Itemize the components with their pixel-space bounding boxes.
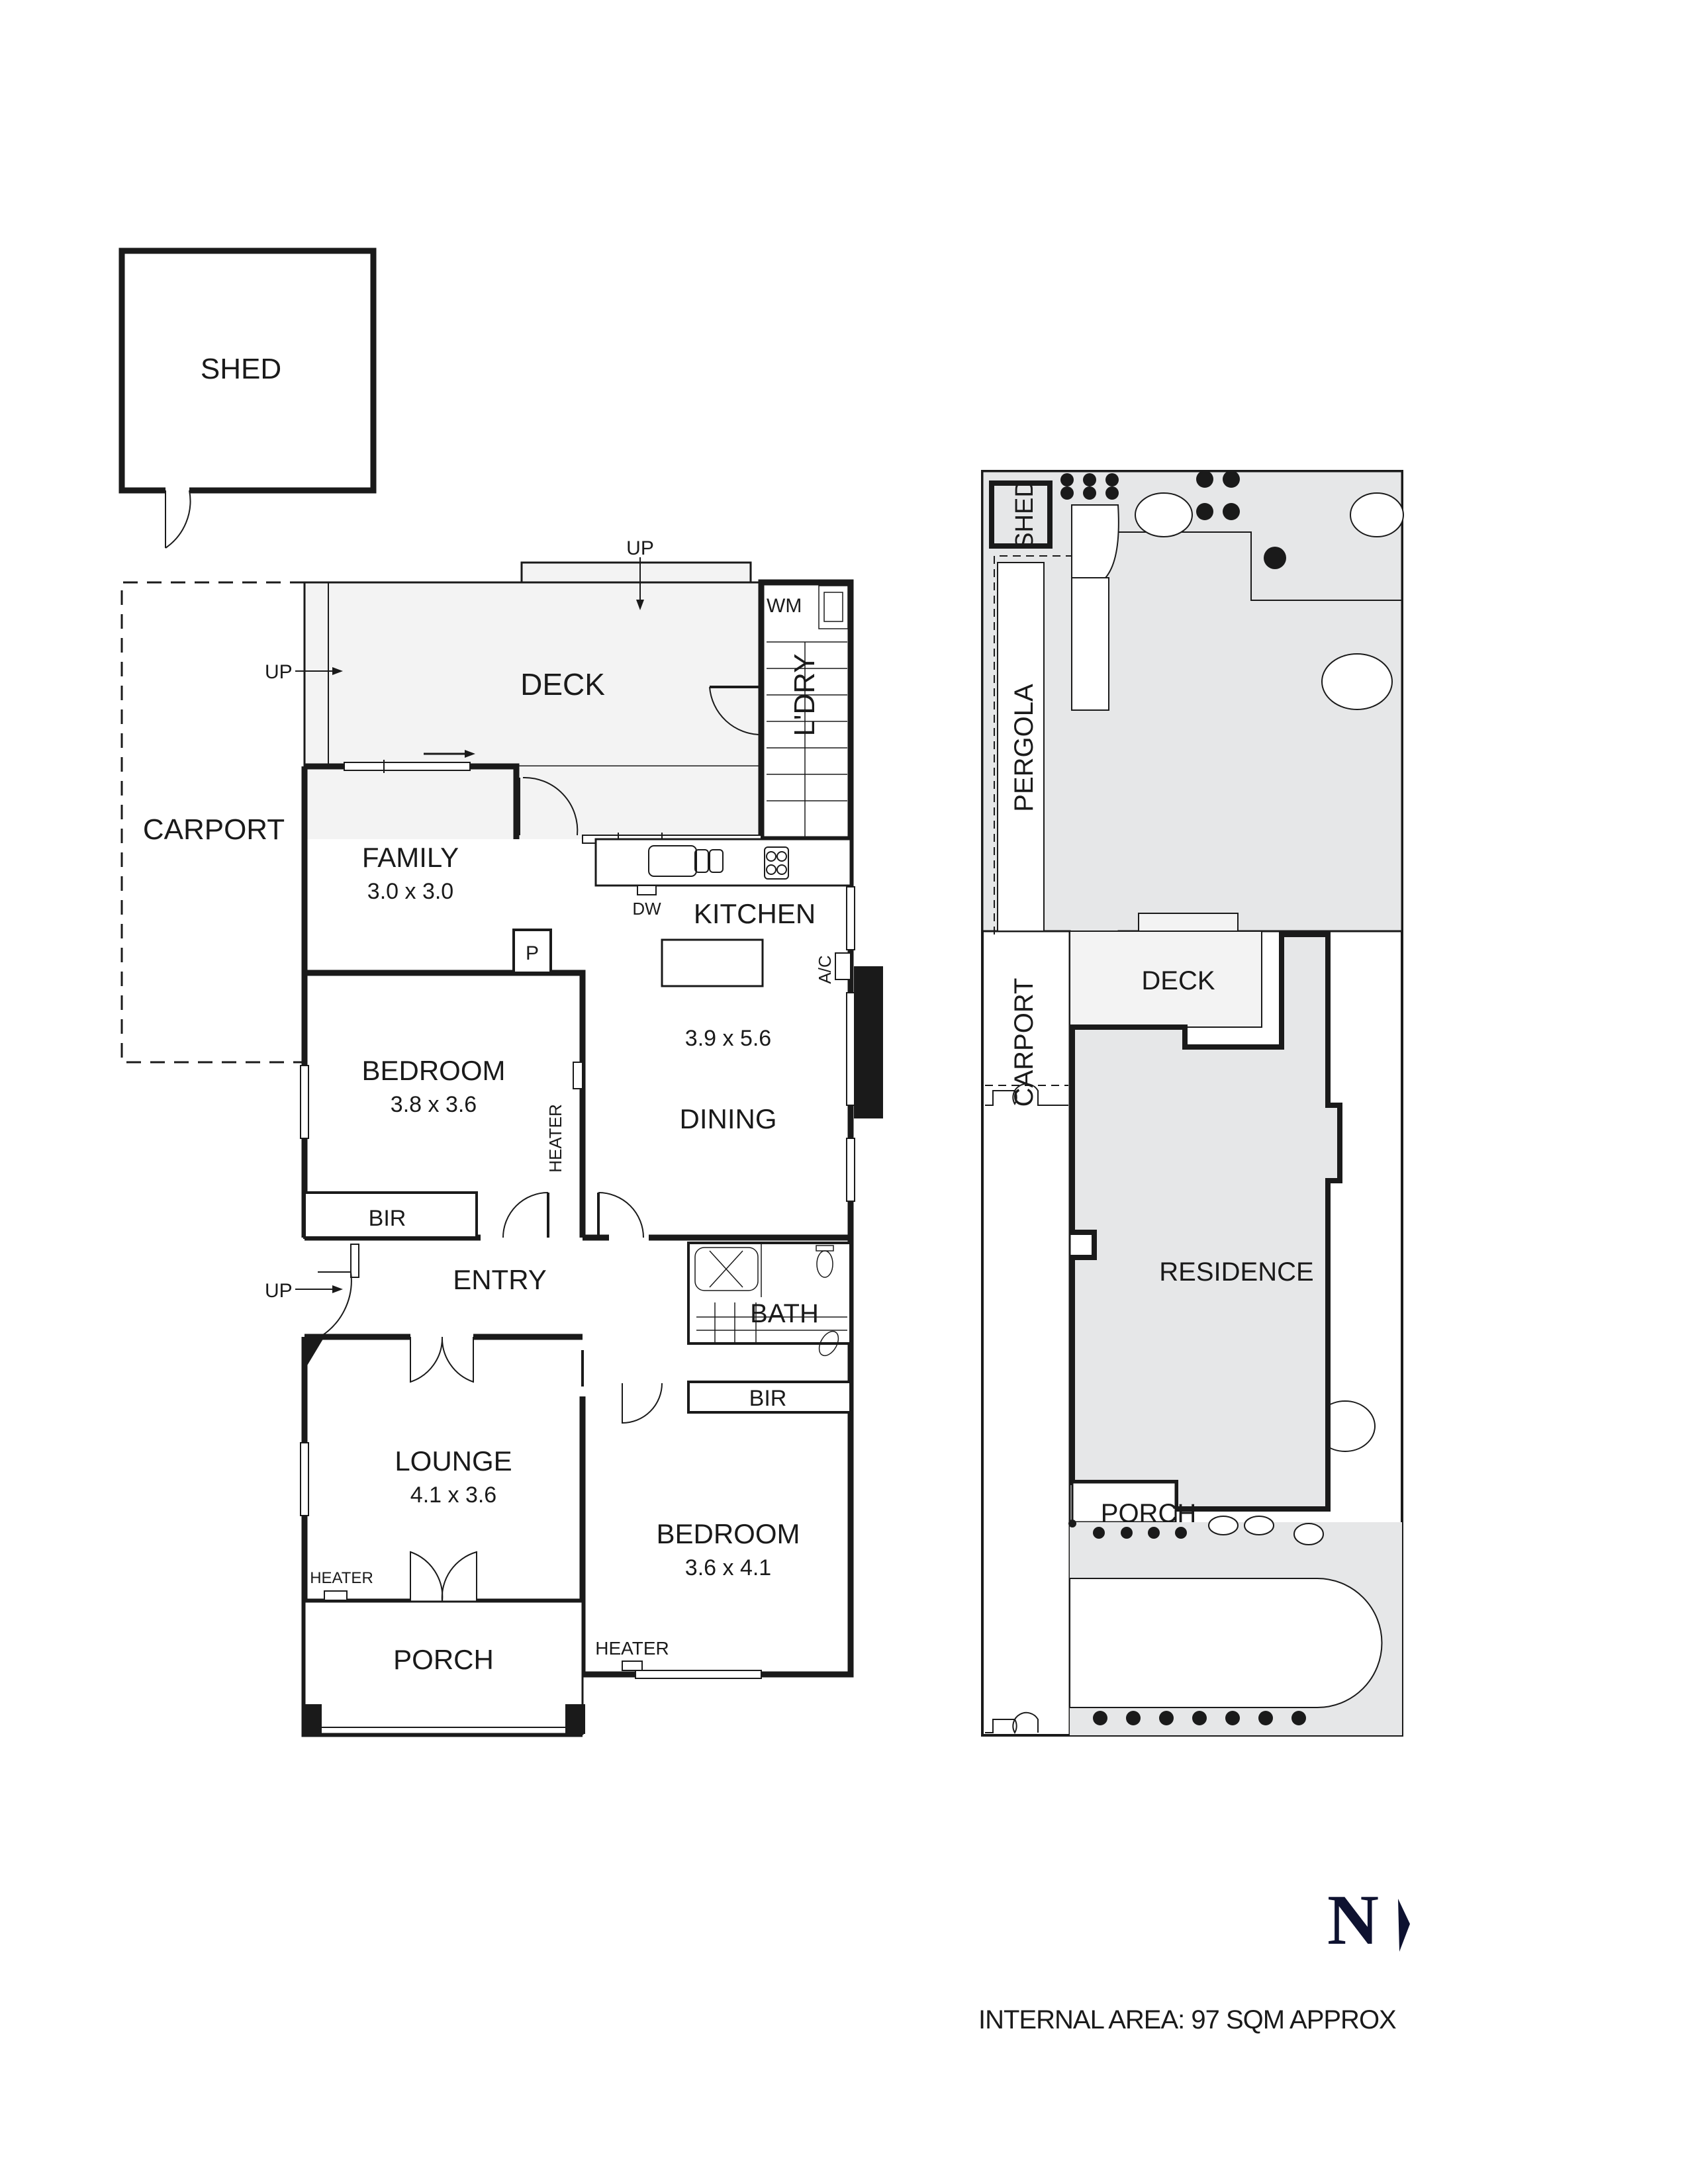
bedroom-2: BEDROOM 3.6 x 4.1 HEATER: [595, 1383, 800, 1671]
up-left-label: UP: [265, 661, 293, 683]
washing-machine-label: WM: [767, 595, 802, 617]
bedroom1-dims: 3.8 x 3.6: [391, 1092, 477, 1117]
kitchen-dining-dims: 3.9 x 5.6: [685, 1026, 771, 1051]
site-carport-label: CARPORT: [1009, 978, 1039, 1107]
kitchen-label: KITCHEN: [694, 898, 816, 929]
porch-label: PORCH: [393, 1644, 494, 1675]
family-label: FAMILY: [362, 842, 459, 873]
up-entry-label: UP: [265, 1280, 293, 1302]
lounge-label: LOUNGE: [395, 1445, 512, 1477]
bedroom2-label: BEDROOM: [656, 1518, 800, 1549]
dining-label: DINING: [680, 1103, 777, 1134]
entry: ENTRY UP: [265, 1264, 584, 1387]
site-deck-label: DECK: [1141, 966, 1215, 995]
bedroom1-heater-label: HEATER: [545, 1104, 565, 1173]
kitchen: DW KITCHEN 3.9 x 5.6 DINING A/C: [594, 838, 883, 1134]
lounge-dims: 4.1 x 3.6: [410, 1482, 496, 1508]
bedroom2-dims: 3.6 x 4.1: [685, 1555, 771, 1580]
residence-label: RESIDENCE: [1159, 1257, 1313, 1287]
bedroom1-bir-label: BIR: [369, 1206, 406, 1231]
site-plan: SHED PERGOLA CARPORT DECK RESIDE: [981, 470, 1404, 1737]
north-compass: N: [1327, 1880, 1411, 1962]
entry-label: ENTRY: [453, 1264, 547, 1295]
cooktop-icon: [764, 846, 789, 880]
porch: PORCH: [302, 1600, 585, 1735]
carport-label: CARPORT: [143, 813, 285, 846]
shrub-icon: [1060, 471, 1286, 569]
internal-area-caption: INTERNAL AREA: 97 SQM APPROX: [978, 2005, 1397, 2034]
bedroom-1: BEDROOM 3.8 x 3.6 BIR HEATER: [303, 1055, 644, 1239]
tree-icon: [1135, 492, 1404, 1452]
carport: CARPORT: [120, 581, 305, 1064]
north-label: N: [1327, 1881, 1379, 1960]
family-dims: 3.0 x 3.0: [367, 879, 453, 904]
dishwasher-label: DW: [632, 899, 661, 919]
sink-icon: [648, 845, 697, 877]
ac-label: A/C: [815, 955, 835, 983]
shed: SHED: [118, 248, 377, 549]
bedroom2-bir-label: BIR: [749, 1386, 787, 1411]
lounge-heater-label: HEATER: [310, 1569, 373, 1587]
lounge: LOUNGE 4.1 x 3.6 HEATER: [305, 1334, 583, 1602]
kitchen-island: [661, 938, 764, 987]
pergola-label: PERGOLA: [1009, 684, 1039, 812]
up-top-label: UP: [626, 537, 654, 559]
bath-label: BATH: [750, 1299, 819, 1328]
bath: BATH BIR: [687, 1242, 852, 1414]
site-shed-label: SHED: [1011, 479, 1039, 549]
deck-label: DECK: [520, 667, 605, 702]
pantry-label: P: [526, 942, 539, 964]
shed-label: SHED: [201, 353, 281, 385]
fireplace-chimney: [854, 966, 883, 1118]
family-room: FAMILY 3.0 x 3.0 P: [362, 842, 552, 974]
bedroom1-label: BEDROOM: [361, 1055, 505, 1086]
laundry-label: L'DRY: [788, 654, 821, 737]
bedroom2-heater-label: HEATER: [595, 1638, 669, 1659]
north-arrow-icon: [1398, 1899, 1410, 1952]
deck: DECK UP UP: [265, 537, 763, 839]
